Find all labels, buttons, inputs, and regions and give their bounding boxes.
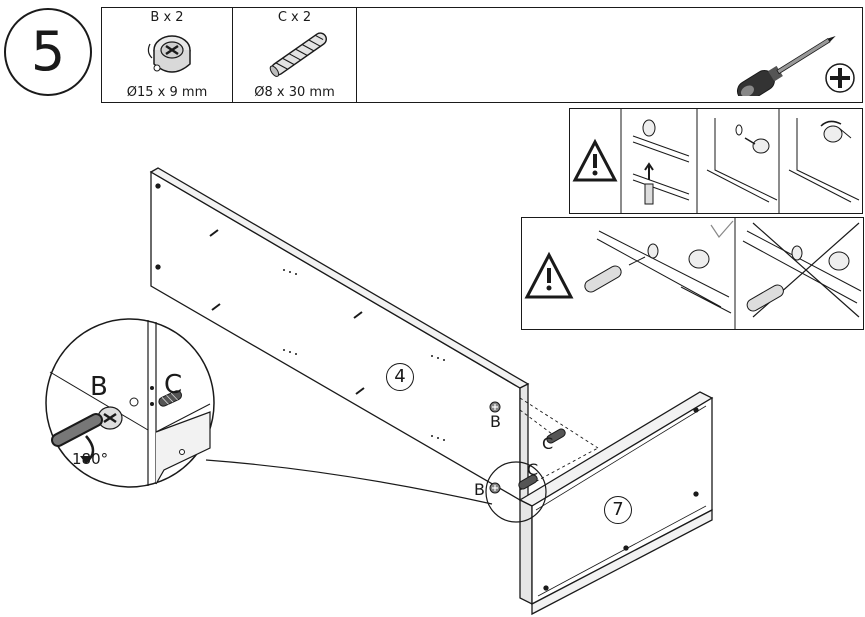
panel-4-label: 4 — [386, 363, 414, 391]
incorrect-dowel-diagram — [742, 222, 862, 318]
magnified-detail — [45, 318, 215, 488]
label-b-top: B — [490, 412, 501, 431]
zoom-dowel — [158, 390, 183, 407]
cam-lock-b-bottom — [489, 482, 501, 494]
part-cell-b: B x 2 Ø15 x 9 mm — [102, 8, 233, 102]
warning-icon — [524, 251, 574, 299]
parts-list-box: B x 2 Ø15 x 9 mm C x 2 Ø8 x 30 mm — [101, 7, 863, 103]
part-cell-c: C x 2 Ø8 x 30 mm — [233, 8, 357, 102]
zoom-cam-lock — [97, 406, 123, 430]
warning-panel-dowel — [521, 217, 864, 330]
cam-insert-diagram — [632, 119, 690, 205]
cam-rotate-diagram — [788, 118, 860, 203]
cam-lock-icon — [147, 35, 191, 73]
panel-7-label: 7 — [604, 496, 632, 524]
warning-panel-cam-lock — [569, 108, 863, 214]
panel-4 — [149, 167, 530, 502]
part-c-size: Ø8 x 30 mm — [254, 85, 335, 100]
zoom-label-b: B — [90, 372, 108, 402]
dowel-icon — [269, 32, 327, 77]
cam-lock-b-top — [489, 401, 501, 413]
warning-icon — [572, 138, 618, 182]
dowel-c-top — [546, 428, 566, 444]
part-b-quantity: B x 2 — [150, 10, 184, 25]
part-c-quantity: C x 2 — [277, 10, 312, 25]
step-number-text: 5 — [30, 20, 66, 83]
rotation-label: 180° — [72, 450, 109, 468]
label-c-bottom: C — [527, 460, 539, 479]
detail-callout-circle — [485, 461, 547, 523]
correct-dowel-diagram — [584, 220, 734, 314]
label-b-bottom: B — [474, 480, 485, 499]
zoom-label-c: C — [164, 370, 183, 400]
zoom-screwdriver — [51, 413, 103, 447]
step-number: 5 — [4, 8, 92, 96]
part-b-size: Ø15 x 9 mm — [126, 85, 208, 100]
panel-7-number: 7 — [612, 499, 624, 520]
panel-4-number: 4 — [394, 366, 406, 387]
label-c-top: C — [542, 434, 554, 453]
dowel-c-bottom — [518, 474, 538, 490]
detail-leader-line — [205, 459, 493, 505]
cam-place-diagram — [706, 118, 778, 203]
phillips-screwdriver-icon — [736, 35, 855, 96]
